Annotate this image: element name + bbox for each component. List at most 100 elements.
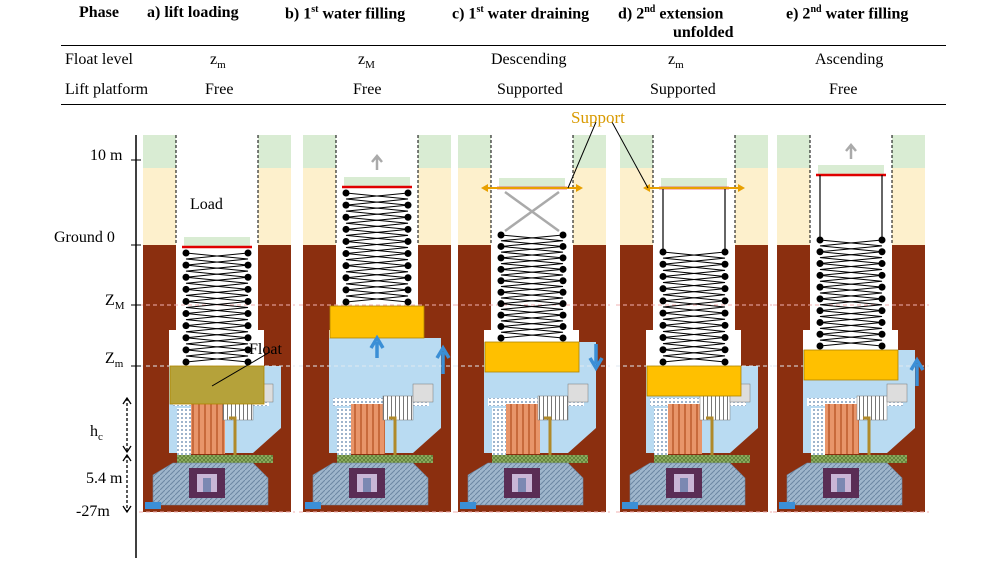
- joint-left: [497, 231, 505, 239]
- joint-left: [659, 297, 667, 305]
- phase-d-header: d) 2nd extension: [618, 4, 724, 23]
- joint-left: [342, 201, 350, 209]
- grid-slab: [177, 455, 273, 463]
- joint-right: [559, 231, 567, 239]
- fuel-assemblies: [191, 404, 225, 454]
- joint-left: [659, 272, 667, 280]
- joint-left: [342, 274, 350, 282]
- joint-right: [404, 201, 412, 209]
- scissor-coil-b: [500, 234, 564, 339]
- joint-right: [244, 249, 252, 257]
- storage-racks: [382, 395, 414, 421]
- joint-left: [659, 285, 667, 293]
- float-level-b: zM: [358, 51, 375, 72]
- table-rule-top: [61, 45, 946, 46]
- joint-left: [182, 297, 190, 305]
- axis-label-zM: ZM: [105, 292, 125, 313]
- joint-right: [559, 300, 567, 308]
- joint-left: [497, 311, 505, 319]
- joint-right: [244, 273, 252, 281]
- joint-left: [497, 254, 505, 262]
- joint-right: [878, 260, 886, 268]
- joint-right: [404, 286, 412, 294]
- joint-left: [182, 261, 190, 269]
- panel-d: [616, 135, 772, 513]
- support-arrow-right: [576, 184, 583, 192]
- joint-left: [497, 323, 505, 331]
- float: [646, 365, 742, 397]
- joint-left: [182, 285, 190, 293]
- scissor-coil-b: [819, 239, 883, 347]
- deck: [488, 398, 584, 406]
- water-up-arrow: [435, 344, 451, 374]
- sky-yellow-left: [620, 168, 653, 245]
- grid-slab: [654, 455, 750, 463]
- joint-left: [659, 346, 667, 354]
- lift-platform-c: Supported: [497, 81, 563, 98]
- float-level-d: zm: [668, 51, 684, 72]
- panel-a: [139, 135, 295, 513]
- float: [329, 305, 425, 339]
- joint-right: [878, 248, 886, 256]
- joint-right: [878, 307, 886, 315]
- joint-left: [182, 273, 190, 281]
- table-rule-bottom: [61, 104, 946, 105]
- scissor-coil: [345, 192, 409, 303]
- joint-left: [816, 342, 824, 350]
- joint-right: [878, 342, 886, 350]
- deck: [650, 398, 746, 406]
- scissor-coil: [500, 234, 564, 339]
- float-level-e: Ascending: [815, 51, 884, 68]
- joint-left: [497, 242, 505, 250]
- sky-green-left: [143, 135, 176, 168]
- joint-right: [721, 297, 729, 305]
- support-arrow-right: [738, 184, 745, 192]
- sky-green-right: [892, 135, 925, 168]
- joint-right: [404, 298, 412, 306]
- joint-left: [182, 334, 190, 342]
- float-leader: [211, 351, 271, 387]
- joint-left: [659, 334, 667, 342]
- reactor-core-center: [680, 478, 688, 492]
- rack-blocks: [567, 383, 589, 403]
- float-level-c: Descending: [491, 51, 567, 68]
- drain-outlet: [305, 502, 321, 509]
- joint-right: [878, 283, 886, 291]
- joint-left: [816, 330, 824, 338]
- joint-right: [404, 213, 412, 221]
- drain-outlet: [779, 502, 795, 509]
- depth-arrow-head-bottom: [122, 505, 132, 514]
- joint-right: [721, 272, 729, 280]
- rack-blocks: [886, 383, 908, 403]
- sky-yellow-left: [303, 168, 336, 245]
- drain-outlet: [145, 502, 161, 509]
- joint-right: [878, 318, 886, 326]
- scissor-coil: [662, 251, 726, 363]
- sky-green-right: [258, 135, 291, 168]
- joint-right: [404, 225, 412, 233]
- depth-arrow-head-top: [122, 453, 132, 462]
- phase-e-header: e) 2nd water filling: [786, 4, 909, 23]
- joint-right: [244, 346, 252, 354]
- float-label: Float: [249, 341, 282, 358]
- axis-label-5-4m: 5.4 m: [86, 470, 123, 487]
- joint-left: [497, 265, 505, 273]
- sky-yellow-left: [143, 168, 176, 245]
- panel-c: [454, 135, 610, 513]
- scissor-coil-b: [662, 251, 726, 363]
- joint-right: [721, 321, 729, 329]
- scissor-coil-b: [185, 252, 249, 363]
- float-level-label: Float level: [65, 51, 133, 68]
- phase-c-header: c) 1st water draining: [452, 4, 590, 23]
- sky-green-left: [777, 135, 810, 168]
- joint-left: [816, 260, 824, 268]
- sky-green-right: [735, 135, 768, 168]
- lift-platform-label: Lift platform: [65, 81, 149, 98]
- deck: [807, 398, 903, 406]
- phase-b-header: b) 1st water filling: [285, 4, 406, 23]
- joint-left: [342, 250, 350, 258]
- lift-platform-d: Supported: [650, 81, 716, 98]
- lift-platform-b: Free: [353, 81, 382, 98]
- panel-b: [299, 135, 455, 513]
